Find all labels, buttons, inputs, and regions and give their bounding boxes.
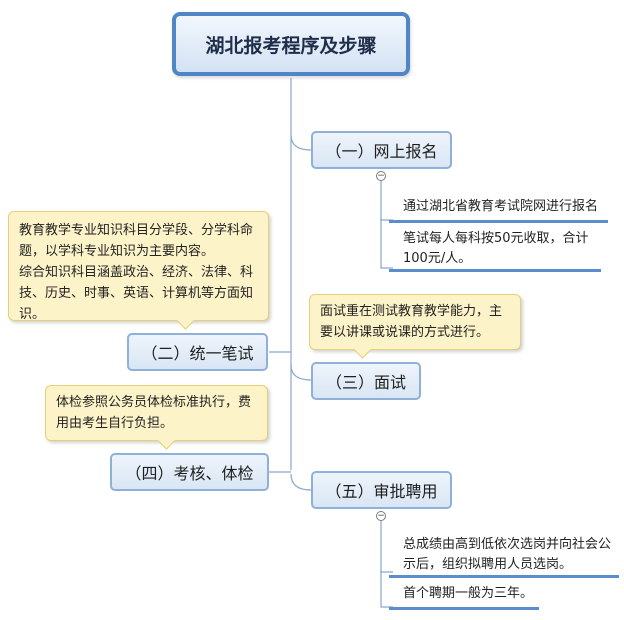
callout-text-line: 用由考生自行负担。 <box>56 416 174 431</box>
detail-text-line: 100元/人。 <box>403 251 472 266</box>
detail-contract-term[interactable]: 首个聘期一般为三年。 <box>389 584 539 610</box>
detail-text: 通过湖北省教育考试院网进行报名 <box>403 199 599 214</box>
node-approval-hiring[interactable]: （五）审批聘用 <box>311 471 452 509</box>
callout-written-exam[interactable]: 教育教学专业知识科目分学段、分学科命 题，以学科专业知识为主要内容。 综合知识科… <box>8 211 269 330</box>
callout-text-line: 识。 <box>19 307 46 322</box>
detail-text: 首个聘期一般为三年。 <box>403 586 534 601</box>
callout-text-line: 体检参照公务员体检标准执行，费 <box>56 395 252 410</box>
detail-text-line: 总成绩由高到低依次选岗并向社会公 <box>403 537 612 552</box>
collapse-toggle-icon[interactable]: − <box>376 171 386 181</box>
callout-text-line: 综合知识科目涵盖政治、经济、法律、科 <box>19 265 254 280</box>
node-online-registration[interactable]: （一）网上报名 <box>311 131 452 169</box>
callout-text-line: 面试重在测试教育教学能力，主 <box>320 304 503 319</box>
root-topic[interactable]: 湖北报考程序及步骤 <box>172 12 410 76</box>
callout-text-line: 要以讲课或说课的方式进行。 <box>320 325 490 340</box>
callout-assessment-medical[interactable]: 体检参照公务员体检标准执行，费 用由考生自行负担。 <box>45 385 268 450</box>
callout-text-line: 教育教学专业知识科目分学段、分学科命 <box>19 223 254 238</box>
detail-job-selection[interactable]: 总成绩由高到低依次选岗并向社会公 示后，组织拟聘用人员选岗。 <box>389 535 619 578</box>
node-written-exam[interactable]: （二）统一笔试 <box>127 333 268 371</box>
node-assessment-medical[interactable]: （四）考核、体检 <box>110 453 269 491</box>
detail-text-line: 笔试每人每科按50元收取，合计 <box>403 231 589 246</box>
collapse-toggle-icon[interactable]: − <box>376 511 386 521</box>
node-interview[interactable]: （三）面试 <box>311 362 421 400</box>
callout-text-line: 技、历史、时事、英语、计算机等方面知 <box>19 286 254 301</box>
detail-exam-fee[interactable]: 笔试每人每科按50元收取，合计 100元/人。 <box>389 229 601 272</box>
detail-text-line: 示后，组织拟聘用人员选岗。 <box>403 557 573 572</box>
callout-interview[interactable]: 面试重在测试教育教学能力，主 要以讲课或说课的方式进行。 <box>309 294 521 359</box>
detail-registration-site[interactable]: 通过湖北省教育考试院网进行报名 <box>389 197 608 223</box>
callout-text-line: 题，以学科专业知识为主要内容。 <box>19 244 215 259</box>
